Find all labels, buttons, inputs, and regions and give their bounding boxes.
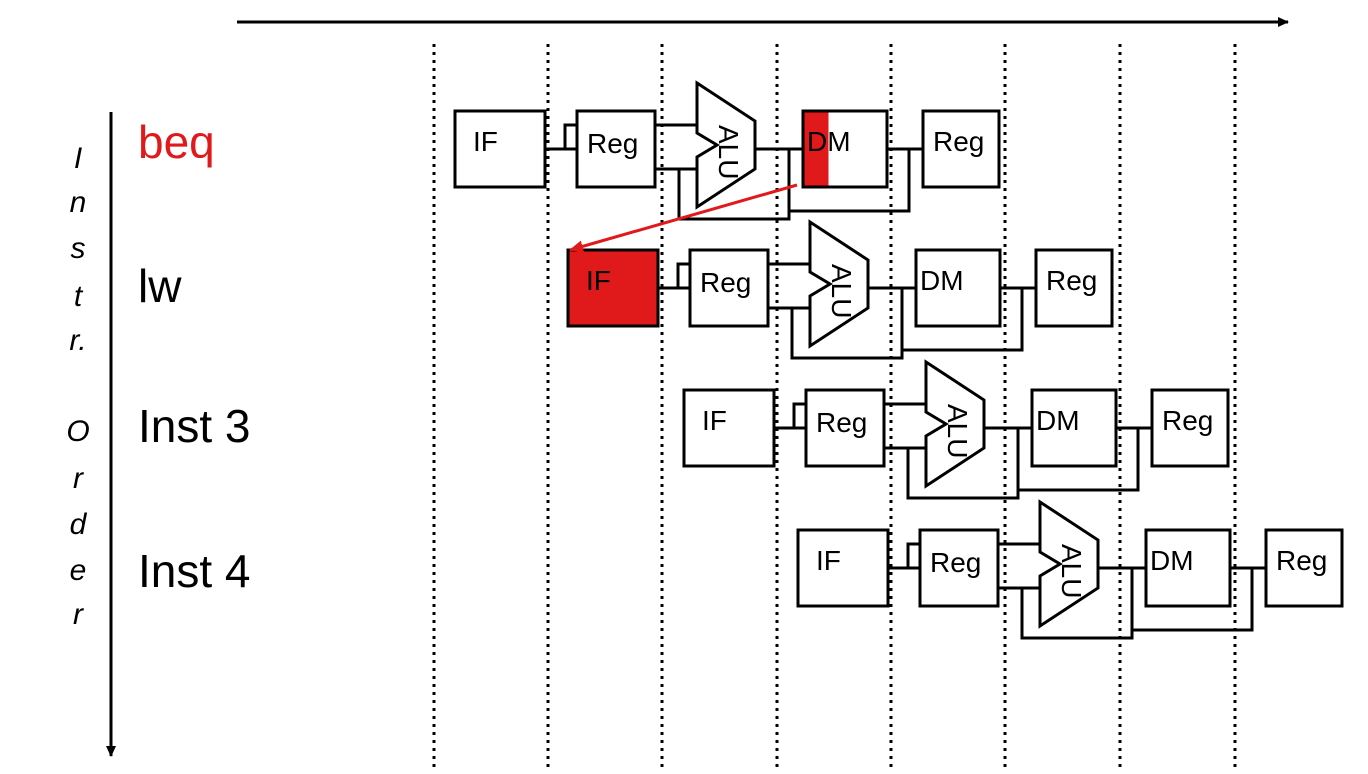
axis-letter-7: O (66, 415, 89, 448)
axis-letter-2: n (70, 186, 87, 219)
if-latch-wire (792, 402, 806, 428)
if-stage-label: IF (816, 545, 841, 576)
dm-stage-label: DM (1036, 405, 1080, 436)
if-latch-wire (906, 542, 920, 568)
reg-write-box (1150, 388, 1230, 468)
alu-unit (1038, 499, 1100, 629)
reg-write-box (1034, 248, 1114, 328)
reg-read-box (918, 528, 1000, 608)
alu-label: ALU (1056, 544, 1087, 598)
pipeline-row-4: IF Reg ALU DM Reg (796, 499, 1344, 640)
dm-bypass-wire (787, 149, 911, 213)
reg-read-label: Reg (816, 407, 867, 438)
axis-letter-8: r (73, 462, 84, 495)
dm-stage-label: DM (920, 265, 964, 296)
pipeline-row-3: IF Reg ALU DM Reg (682, 359, 1230, 500)
reg-read-label: Reg (930, 547, 981, 578)
dm-bypass-wire (1130, 568, 1254, 632)
alu-unit (695, 80, 757, 210)
alu-label: ALU (826, 264, 857, 318)
dm-stage-box (1144, 528, 1232, 608)
branch-resolve-arrow (569, 183, 798, 253)
axis-letter-4: t (74, 280, 84, 313)
instr-label-lw: lw (138, 260, 182, 312)
if-stage-label: IF (586, 265, 611, 296)
reg-write-label: Reg (1046, 265, 1097, 296)
dm-stage-label: DM (1150, 545, 1194, 576)
instr-label-inst4: Inst 4 (138, 545, 251, 597)
dm-stage-label: DM (807, 126, 851, 157)
clock-cycle-dividers (432, 44, 1237, 769)
reg-write-label: Reg (933, 126, 984, 157)
axis-letter-11: r (73, 598, 84, 631)
pipeline-row-1: IF Reg ALU DM Reg (453, 80, 1001, 221)
reg-write-label: Reg (1162, 405, 1213, 436)
reg-write-box (921, 109, 1001, 189)
alu-label: ALU (713, 125, 744, 179)
alu-unit (924, 359, 986, 489)
axis-letter-1: I (74, 142, 82, 175)
if-latch-wire (676, 262, 690, 288)
reg-read-label: Reg (700, 267, 751, 298)
instr-label-inst3: Inst 3 (138, 400, 251, 452)
if-stage-box (682, 388, 776, 468)
reg-read-box (688, 248, 770, 328)
alu-label: ALU (942, 404, 973, 458)
axis-letter-5: r. (69, 324, 86, 357)
if-stage-box (796, 528, 890, 608)
axis-letter-9: d (70, 508, 88, 541)
instr-label-beq: beq (138, 116, 215, 168)
reg-read-box (575, 109, 657, 189)
pipeline-row-2: IF Reg ALU DM Reg (566, 219, 1114, 360)
reg-write-box (1264, 528, 1344, 608)
axis-letter-10: e (70, 554, 87, 587)
if-latch-wire (563, 123, 577, 149)
dm-stage-box (914, 248, 1002, 328)
if-stage-box (453, 109, 547, 189)
if-stage-label: IF (702, 405, 727, 436)
if-stage-label: IF (473, 126, 498, 157)
reg-read-label: Reg (587, 128, 638, 159)
dm-highlight (804, 112, 829, 186)
if-stage-box (566, 248, 660, 328)
dm-bypass-wire (900, 288, 1024, 352)
alu-unit (808, 219, 870, 349)
reg-read-box (804, 388, 886, 468)
axis-letter-3: s (71, 232, 86, 265)
dm-bypass-wire (1016, 428, 1140, 492)
reg-write-label: Reg (1276, 545, 1327, 576)
